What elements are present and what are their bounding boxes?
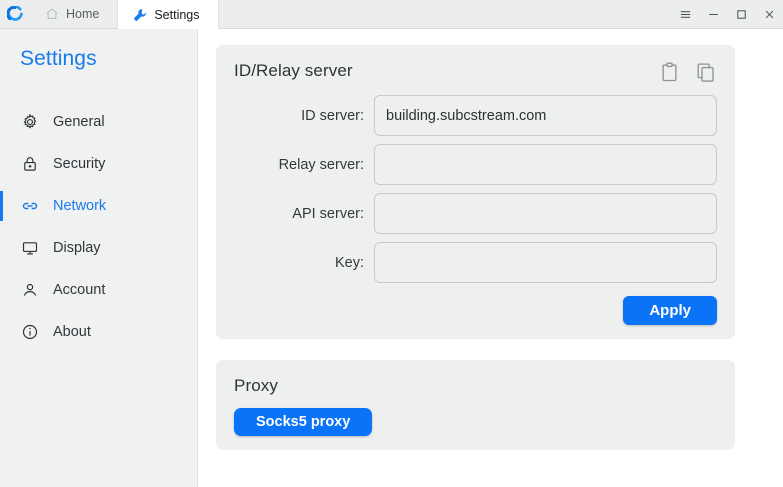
sidebar-item-security-label: Security — [53, 156, 106, 172]
sidebar-item-account[interactable]: Account — [0, 269, 197, 311]
app-logo — [0, 0, 30, 28]
api-server-input[interactable] — [374, 193, 717, 234]
info-circle-icon — [20, 323, 39, 342]
tab-settings-label: Settings — [154, 7, 200, 22]
id-server-label: ID server: — [301, 107, 364, 124]
monitor-icon — [20, 239, 39, 258]
tab-home-label: Home — [66, 7, 100, 21]
socks5-proxy-button[interactable]: Socks5 proxy — [234, 408, 373, 436]
window-body: Settings General — [0, 29, 783, 487]
title-bar: Home Settings — [0, 0, 783, 29]
relay-server-input[interactable] — [374, 144, 717, 185]
sidebar-item-display[interactable]: Display — [0, 227, 197, 269]
sidebar-item-account-label: Account — [53, 282, 106, 298]
lock-icon — [20, 155, 39, 174]
close-icon[interactable] — [755, 0, 783, 28]
card-footer: Apply — [234, 296, 717, 325]
proxy-title: Proxy — [234, 376, 278, 395]
settings-content: ID/Relay server — [198, 29, 783, 487]
rustdesk-logo-icon — [7, 6, 23, 21]
key-label: Key: — [334, 254, 364, 271]
home-icon — [44, 7, 59, 22]
relay-server-label: Relay server: — [278, 156, 364, 173]
field-row-api-server: API server: — [234, 193, 717, 234]
id-server-input[interactable] — [374, 95, 717, 136]
card-actions — [659, 61, 717, 83]
field-row-relay-server: Relay server: — [234, 144, 717, 185]
sidebar-item-network[interactable]: Network — [0, 185, 197, 227]
id-relay-server-card: ID/Relay server — [216, 45, 735, 339]
person-icon — [20, 281, 39, 300]
key-input[interactable] — [374, 242, 717, 283]
api-server-label: API server: — [292, 205, 364, 222]
page-title: Settings — [20, 47, 97, 70]
proxy-card: Proxy Socks5 proxy — [216, 360, 735, 450]
sidebar-item-about[interactable]: About — [0, 311, 197, 353]
link-chain-icon — [20, 197, 39, 216]
sidebar-item-general-label: General — [53, 114, 105, 130]
sidebar-item-security[interactable]: Security — [0, 143, 197, 185]
window-controls — [671, 0, 783, 28]
tab-home[interactable]: Home — [30, 0, 117, 28]
server-form: ID server: Relay server: API server: Key… — [234, 95, 717, 283]
wrench-icon — [132, 7, 147, 22]
settings-sidebar: Settings General — [0, 29, 198, 487]
window-tabs: Home Settings — [30, 0, 219, 29]
proxy-body: Socks5 proxy — [234, 408, 717, 436]
card-header: ID/Relay server — [234, 61, 717, 83]
tab-settings[interactable]: Settings — [117, 0, 219, 29]
sidebar-item-display-label: Display — [53, 240, 101, 256]
field-row-key: Key: — [234, 242, 717, 283]
gear-icon — [20, 113, 39, 132]
field-row-id-server: ID server: — [234, 95, 717, 136]
sidebar-nav: General Security — [0, 101, 197, 353]
maximize-icon[interactable] — [727, 0, 755, 28]
sidebar-item-about-label: About — [53, 324, 91, 340]
hamburger-menu-icon[interactable] — [671, 0, 699, 28]
apply-button[interactable]: Apply — [623, 296, 717, 325]
sidebar-item-network-label: Network — [53, 198, 107, 214]
id-relay-server-title: ID/Relay server — [234, 61, 353, 80]
copy-icon[interactable] — [695, 61, 715, 83]
sidebar-item-general[interactable]: General — [0, 101, 197, 143]
clipboard-paste-icon[interactable] — [659, 61, 679, 83]
minimize-icon[interactable] — [699, 0, 727, 28]
